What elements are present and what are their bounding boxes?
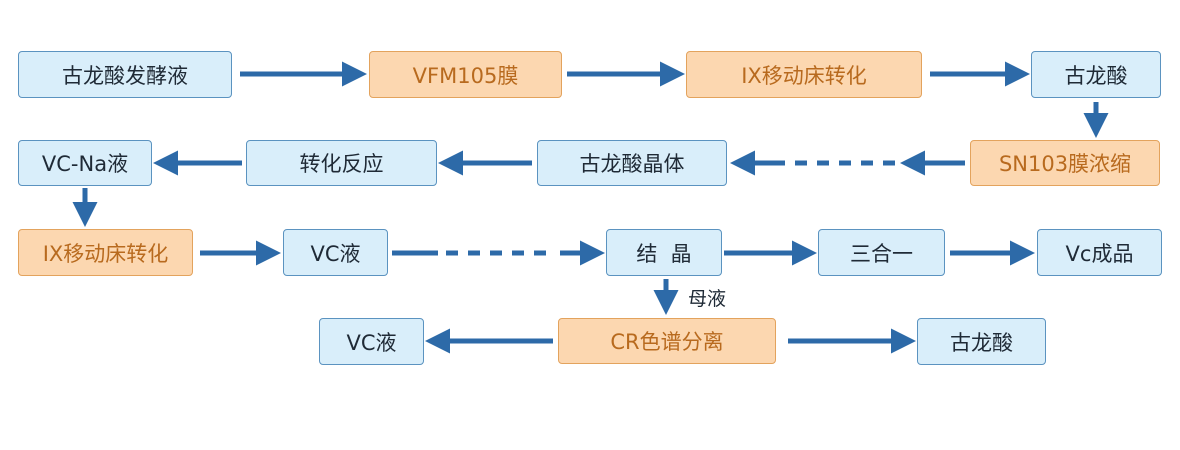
- node-ix-moving-bed-conversion-2: IX移动床转化: [18, 229, 193, 276]
- node-vc-finished-product: Vc成品: [1037, 229, 1162, 276]
- node-ix-moving-bed-conversion-1: IX移动床转化: [686, 51, 922, 98]
- node-gulonic-acid-crystal: 古龙酸晶体: [537, 140, 727, 186]
- node-crystallization: 结 晶: [606, 229, 722, 276]
- node-gulonic-fermentation-broth: 古龙酸发酵液: [18, 51, 232, 98]
- node-vc-liquid-1: VC液: [283, 229, 388, 276]
- node-three-in-one: 三合一: [818, 229, 945, 276]
- node-gulonic-acid-1: 古龙酸: [1031, 51, 1161, 98]
- node-cr-chromatographic-separation: CR色谱分离: [558, 318, 776, 364]
- node-vc-liquid-2: VC液: [319, 318, 424, 365]
- node-conversion-reaction: 转化反应: [246, 140, 437, 186]
- node-gulonic-acid-2: 古龙酸: [917, 318, 1046, 365]
- node-vc-na-liquid: VC-Na液: [18, 140, 152, 186]
- node-vfm105-membrane: VFM105膜: [369, 51, 562, 98]
- label-mother-liquor: 母液: [688, 288, 727, 310]
- node-sn103-membrane-concentration: SN103膜浓缩: [970, 140, 1160, 186]
